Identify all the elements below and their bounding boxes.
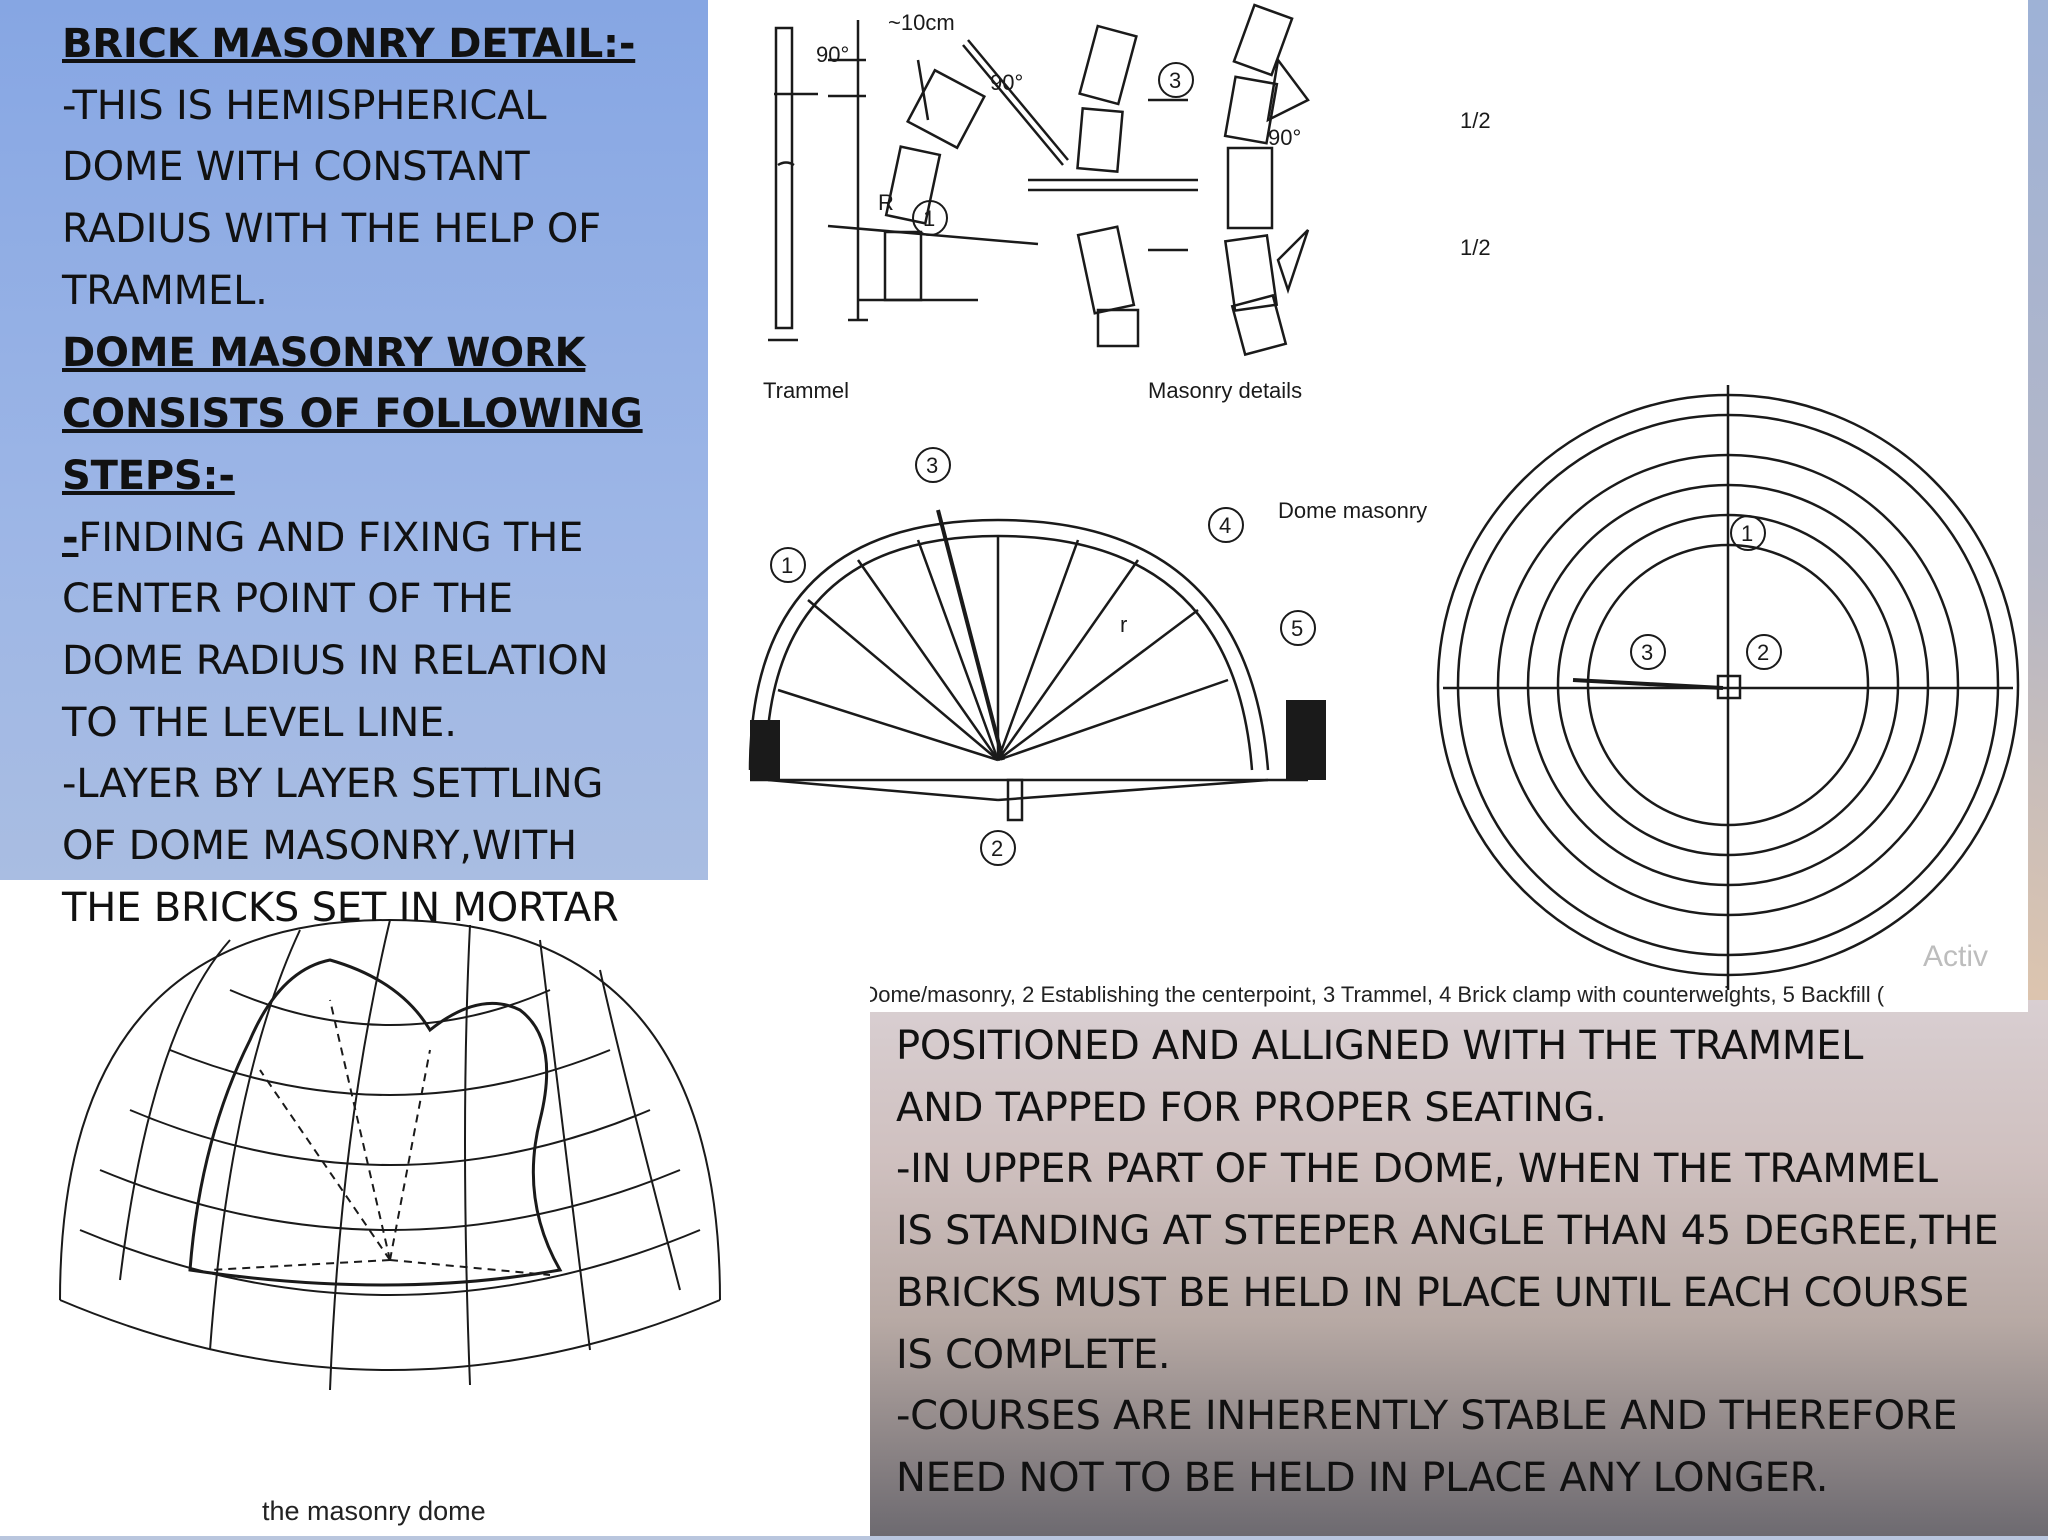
masonry-detail-2 <box>1028 24 1198 348</box>
text-line: IS COMPLETE. <box>896 1331 1171 1378</box>
text-line: TO THE LEVEL LINE. <box>62 699 457 746</box>
text-line: RADIUS WITH THE HELP OF <box>62 206 601 253</box>
callout-3-dome: 3 <box>926 453 938 478</box>
text-line: DOME RADIUS IN RELATION <box>62 638 609 685</box>
callout-1-plan: 1 <box>1741 521 1753 546</box>
right-text-block: POSITIONED AND ALLIGNED WITH THE TRAMMEL… <box>896 1016 2046 1510</box>
half-label-2: 1/2 <box>1460 235 1491 260</box>
text-line: NEED NOT TO BE HELD IN PLACE ANY LONGER. <box>896 1454 1829 1501</box>
callout-3-plan: 3 <box>1641 640 1653 665</box>
dome-section-drawing <box>748 509 1308 822</box>
dome-masonry-label: Dome masonry <box>1278 498 1427 523</box>
text-line: IS STANDING AT STEEPER ANGLE THAN 45 DEG… <box>896 1208 1999 1255</box>
text-line: POSITIONED AND ALLIGNED WITH THE TRAMMEL <box>896 1023 1864 1069</box>
trammel-drawing <box>768 20 868 342</box>
text-line: -COURSES ARE INHERENTLY STABLE AND THERE… <box>896 1393 1958 1440</box>
masonry-detail-3 <box>1223 3 1310 357</box>
text-line: TRAMMEL. <box>62 267 268 314</box>
masonry-figure-panel: Trammel Masonry details Dome masonry 90°… <box>708 0 2028 1012</box>
text-line: THE BRICKS SET IN MORTAR <box>62 884 619 931</box>
activation-watermark: Activ <box>1923 940 1988 973</box>
heading-brick-masonry: BRICK MASONRY DETAIL:- <box>62 21 636 67</box>
dome-photo-background <box>870 1000 2048 1536</box>
text-line: DOME WITH CONSTANT <box>62 144 530 191</box>
dim-r-small-label: r <box>1120 612 1127 637</box>
heading-dome-work: DOME MASONRY WORK <box>62 329 586 376</box>
dome-caption: the masonry dome <box>262 1496 486 1526</box>
callout-2-dome: 2 <box>991 836 1003 861</box>
dim-r-label: R <box>878 190 894 215</box>
text-line: AND TAPPED FOR PROPER SEATING. <box>896 1084 1607 1131</box>
text-line: BRICKS MUST BE HELD IN PLACE UNTIL EACH … <box>896 1269 1969 1316</box>
dim-10cm-label: ~10cm <box>888 10 955 35</box>
angle-label-1: 90° <box>816 42 849 67</box>
hemisphere-drawing: the masonry dome <box>59 918 721 1526</box>
angle-label-2: 90° <box>990 70 1023 95</box>
dome-figure-panel: the masonry dome <box>0 880 870 1536</box>
masonry-details-label: Masonry details <box>1148 378 1302 403</box>
dome-plan-drawing <box>1436 385 2020 990</box>
angle-label-3: 90° <box>1268 125 1301 150</box>
step-line: -FINDING AND FIXING THE <box>62 508 662 570</box>
trammel-label: Trammel <box>763 378 849 403</box>
callout-4-dome: 4 <box>1219 513 1231 538</box>
text-line: CENTER POINT OF THE <box>62 576 514 623</box>
backfill-masses <box>750 700 1326 780</box>
callout-1-dome: 1 <box>781 553 793 578</box>
callout-5-dome: 5 <box>1291 616 1303 641</box>
step-text: FINDING AND FIXING THE <box>78 514 584 561</box>
callout-3-detail: 3 <box>1169 68 1181 93</box>
text-line: -IN UPPER PART OF THE DOME, WHEN THE TRA… <box>896 1146 1938 1193</box>
text-line: OF DOME MASONRY,WITH <box>62 823 577 870</box>
figure-caption: 1 Dome/masonry, 2 Establishing the cente… <box>844 982 1885 1007</box>
heading-dome-work: STEPS:- <box>62 452 235 499</box>
heading-dome-work: CONSISTS OF FOLLOWING <box>62 391 643 438</box>
masonry-figure: Trammel Masonry details Dome masonry 90°… <box>748 3 2020 1007</box>
callout-2-plan: 2 <box>1757 640 1769 665</box>
masonry-detail-1 <box>827 39 1069 302</box>
left-sky-photo <box>0 0 708 880</box>
text-line: -THIS IS HEMISPHERICAL <box>62 82 547 129</box>
step-dash: - <box>62 514 79 561</box>
left-text-block: BRICK MASONRY DETAIL:- -THIS IS HEMISPHE… <box>62 14 662 940</box>
text-line: -LAYER BY LAYER SETTLING <box>62 761 604 808</box>
callout-1-detail: 1 <box>923 206 935 231</box>
half-label-1: 1/2 <box>1460 108 1491 133</box>
